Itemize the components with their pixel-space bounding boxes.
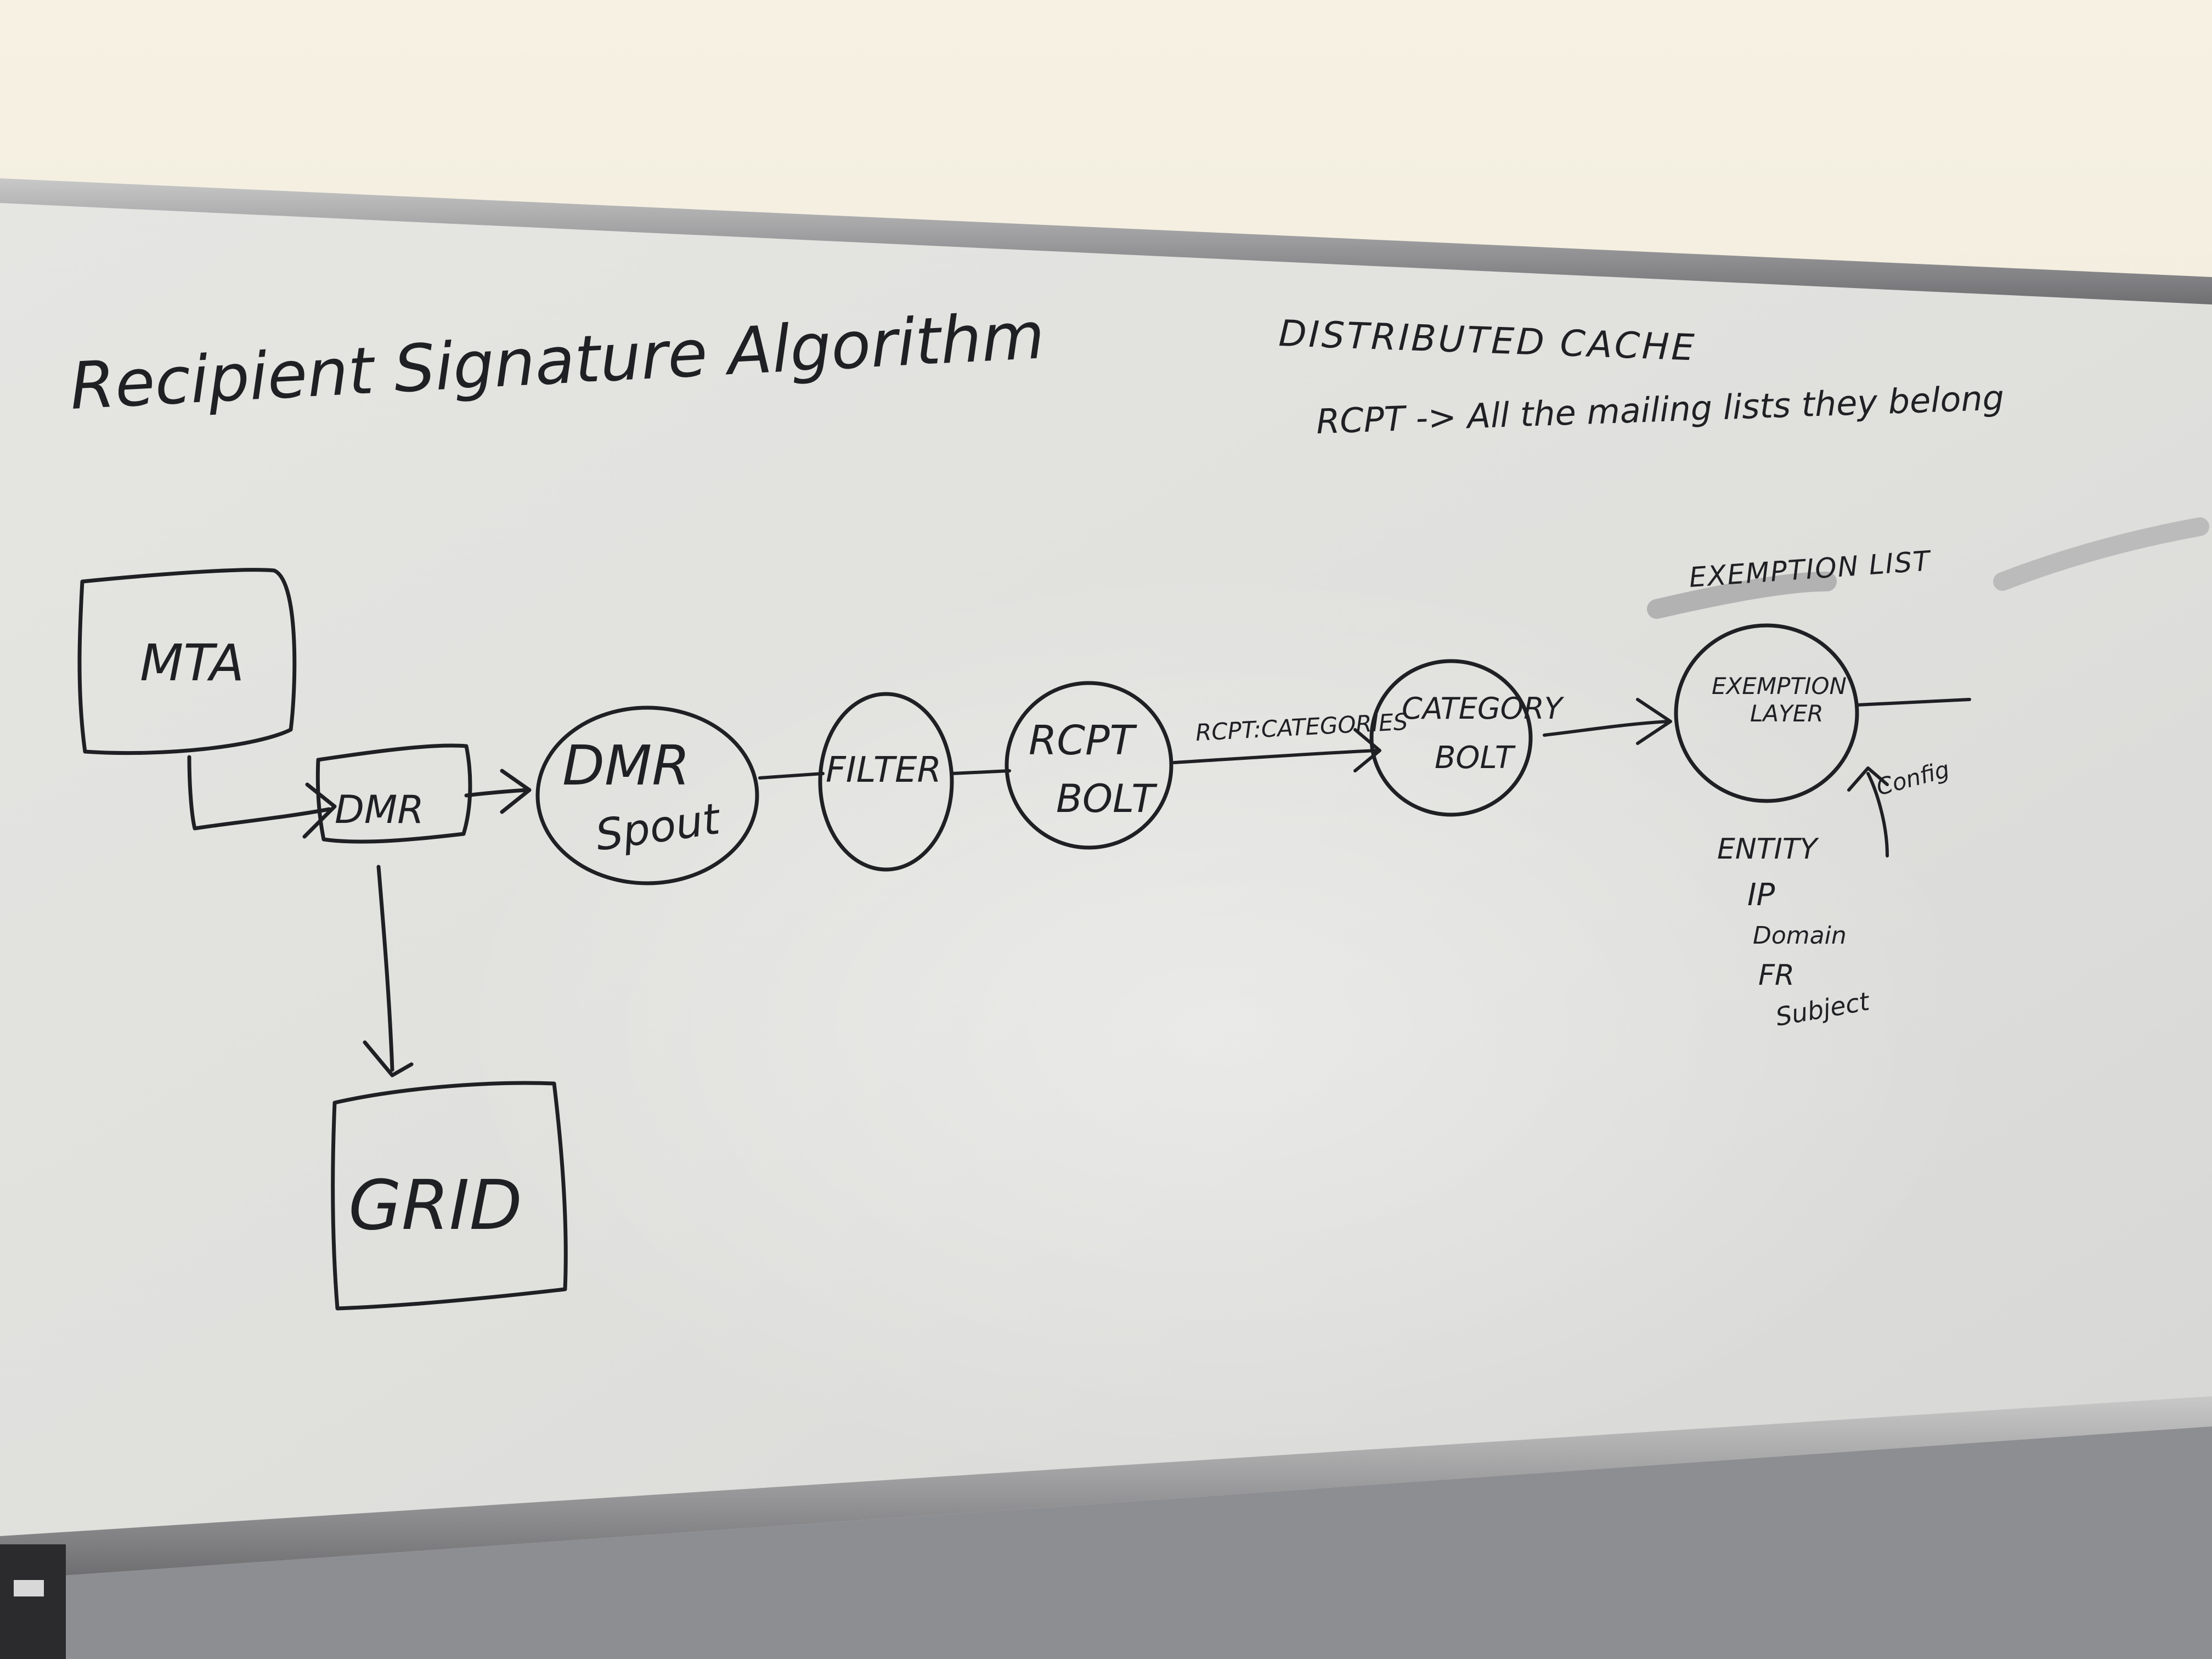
wall-device-light: [14, 1580, 44, 1596]
grid-label: GRID: [348, 1166, 522, 1245]
dmr-to-spout-arrow: [464, 769, 532, 814]
dmr-box: [315, 743, 472, 844]
entity-list-item: IP: [1747, 877, 1775, 913]
exemption-layer-label-1: EXEMPTION: [1712, 673, 1847, 699]
exemption-layer-label-2: LAYER: [1750, 700, 1824, 727]
entity-list-item: Domain: [1753, 922, 1847, 950]
category-bolt-label-1: CATEGORY: [1402, 691, 1565, 726]
rcpt-bolt-label-1: RCPT: [1029, 717, 1138, 764]
dmr-spout-label-1: DMR: [562, 733, 690, 798]
exemption-layer-node: [1674, 623, 1859, 803]
eraser-smudge: [1993, 517, 2209, 591]
dmr-box-label: DMR: [335, 787, 424, 832]
entity-list-item: FR: [1758, 959, 1795, 992]
mta-box: [77, 568, 297, 755]
eraser-smudge-2: [1647, 572, 1837, 619]
whiteboard-top-frame: [0, 178, 2212, 307]
category-to-exemption-arrow: [1543, 698, 1672, 745]
filter-node: [818, 692, 954, 872]
whiteboard-bottom-frame: [0, 1396, 2212, 1580]
wall-below-board: [0, 1426, 2212, 1659]
rcpt-to-category-arrow: [1172, 728, 1381, 772]
board-glare: [0, 203, 2212, 1536]
rcpt-bolt-node: [1005, 681, 1173, 850]
filter-to-rcpt-line: [950, 769, 1011, 775]
rcpt-bolt-label-2: BOLT: [1056, 776, 1158, 821]
dmr-spout-node: [535, 706, 759, 885]
category-bolt-label-2: BOLT: [1435, 740, 1516, 776]
filter-label: FILTER: [826, 750, 941, 791]
mta-label: MTA: [140, 634, 244, 692]
wall-device: [0, 1544, 66, 1659]
exemption-output-line: [1855, 698, 1971, 707]
category-bolt-node: [1369, 659, 1533, 817]
config-arrow: [1847, 766, 1889, 857]
grid-box: [331, 1081, 568, 1311]
spout-to-filter-line: [758, 772, 825, 780]
dmr-to-grid-arrow: [363, 865, 414, 1077]
entity-list-item: ENTITY: [1717, 833, 1820, 866]
